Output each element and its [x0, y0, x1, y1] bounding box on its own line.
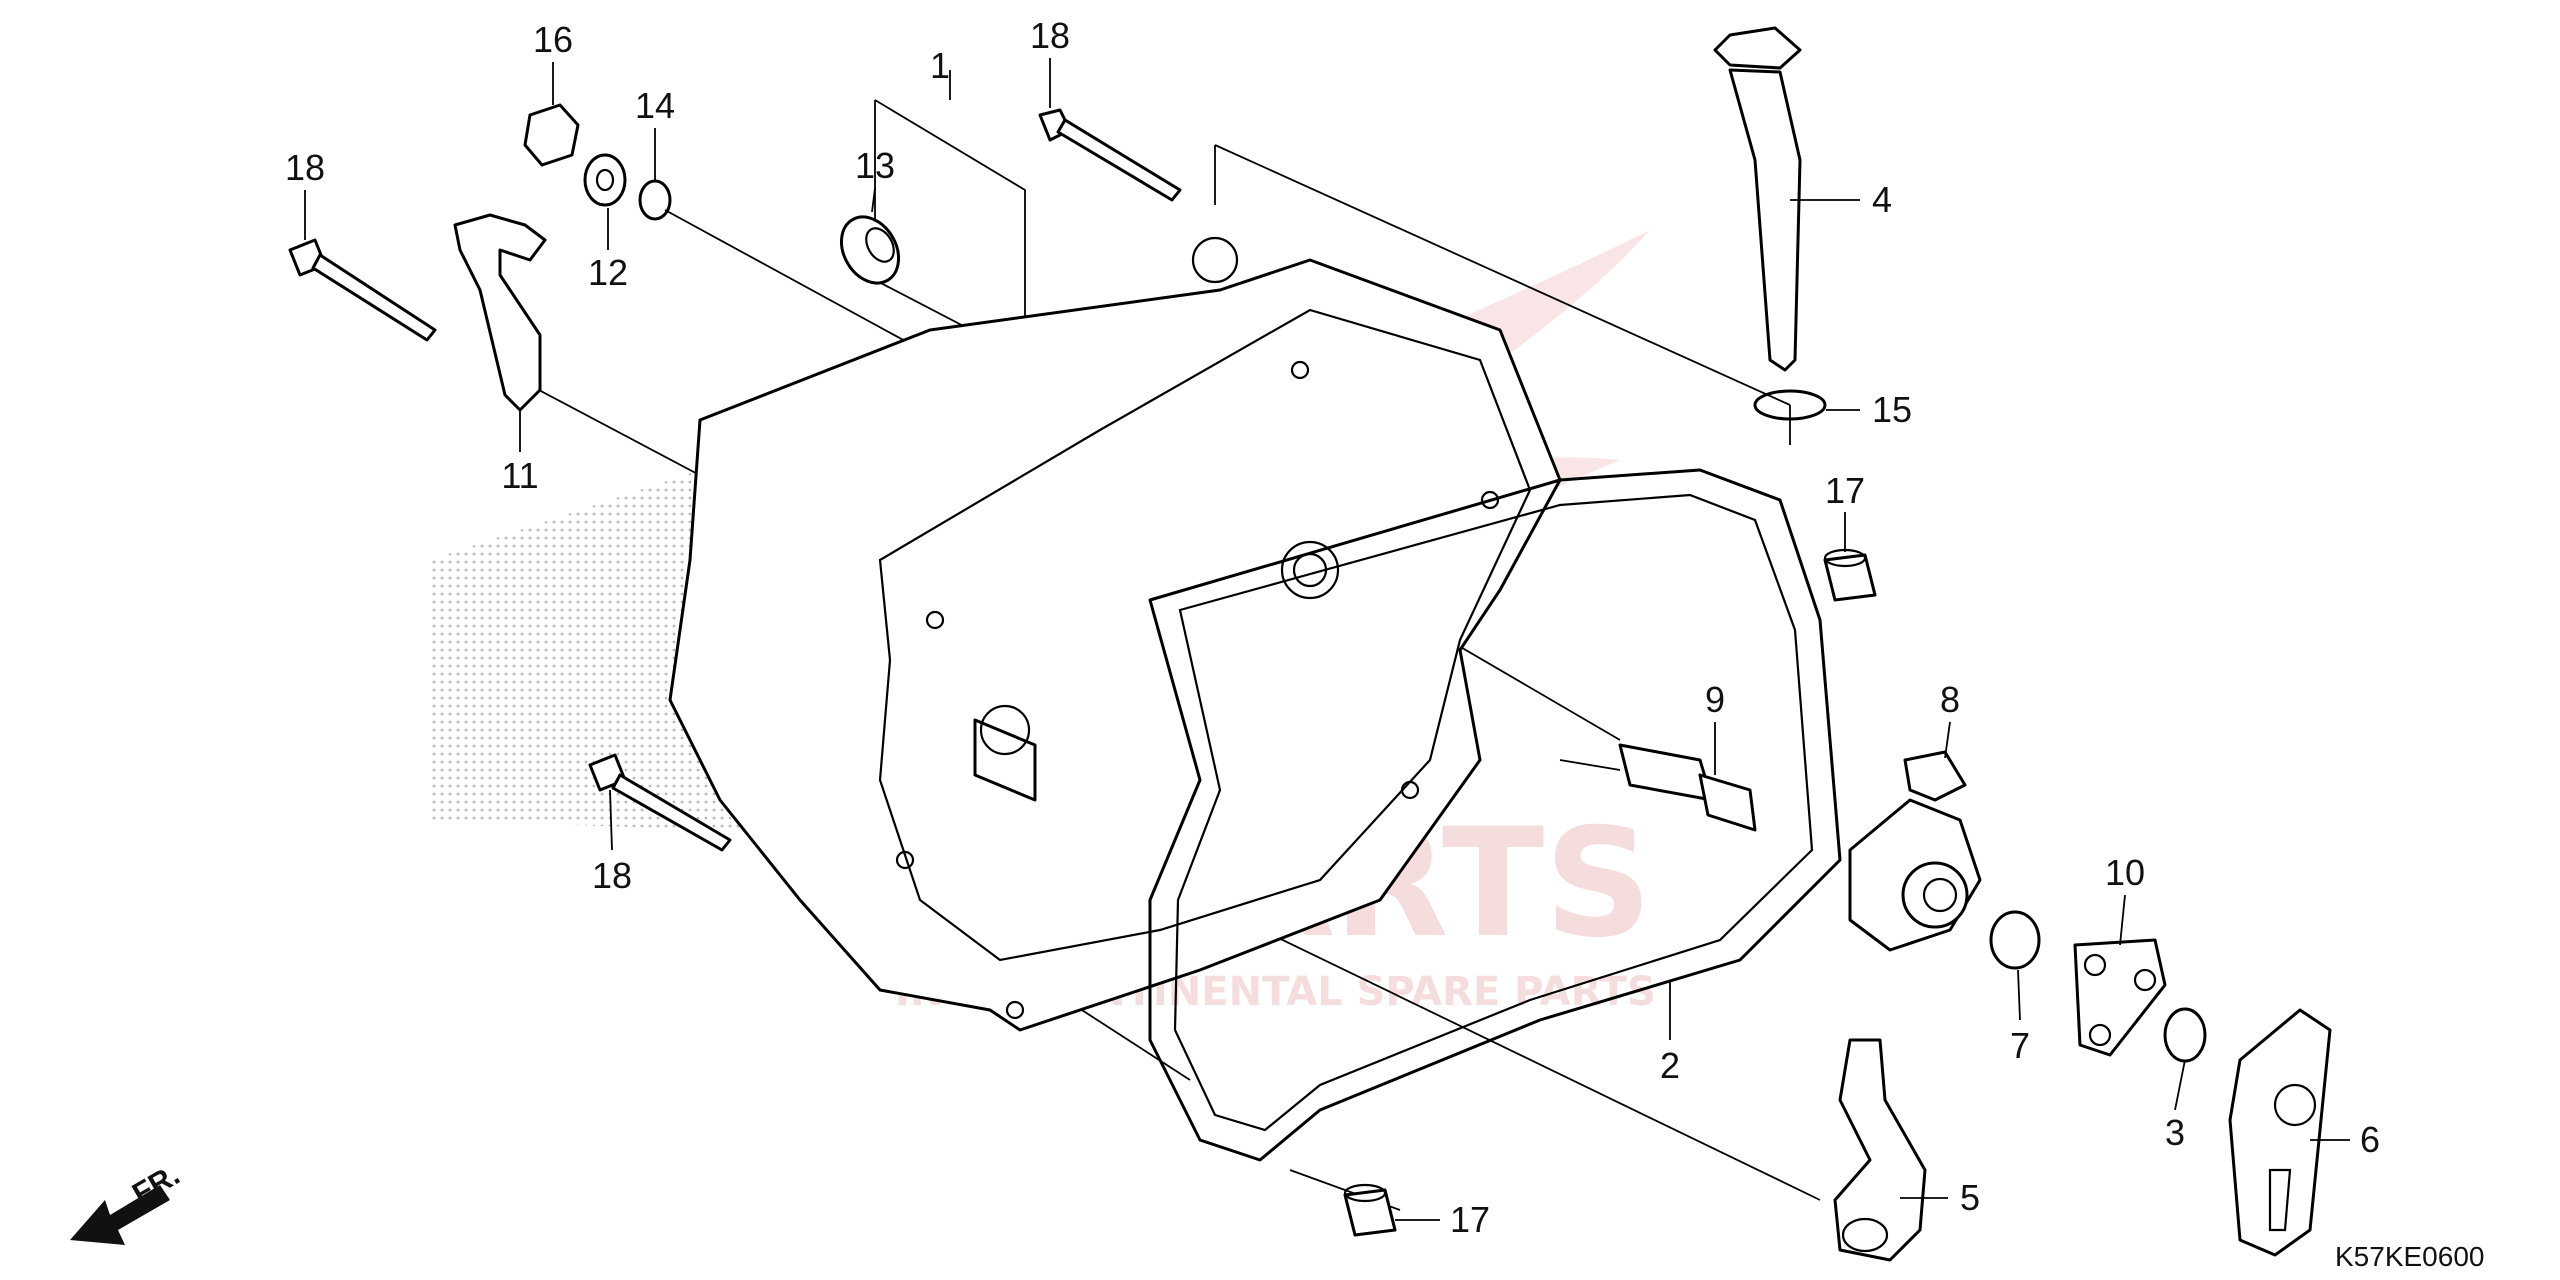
label-part-5: 5: [1960, 1177, 1980, 1218]
lifter-cam-assembly: [1848, 750, 1982, 952]
label-part-18-upper: 18: [1030, 15, 1070, 56]
label-part-3: 3: [2165, 1112, 2185, 1153]
label-part-18-left: 18: [285, 147, 325, 188]
lifter-plate: [2073, 938, 2167, 1057]
label-part-9: 9: [1705, 679, 1725, 720]
clutch-lifter-arm: [1833, 1038, 1927, 1262]
label-part-6: 6: [2360, 1119, 2380, 1160]
front-arrow-icon: [70, 1185, 170, 1245]
label-part-10: 10: [2105, 852, 2145, 893]
bolt-lower: [588, 753, 732, 852]
circlip: [2163, 1007, 2207, 1063]
collar: [1989, 910, 2041, 970]
clutch-cable-bracket: [453, 213, 547, 412]
diagram-code: K57KE0600: [2335, 1241, 2484, 1272]
dowel-pin-lower: [1343, 1183, 1397, 1237]
label-part-15: 15: [1872, 389, 1912, 430]
stud-pin: [1618, 743, 1757, 832]
label-part-13: 13: [855, 145, 895, 186]
cover-gasket: [1148, 468, 1842, 1162]
label-part-16: 16: [533, 19, 573, 60]
front-direction-indicator: FR.: [70, 1158, 185, 1245]
lifter-lever: [2228, 1008, 2332, 1257]
bolt-upper: [1038, 108, 1182, 202]
dowel-pin-upper: [1823, 548, 1877, 602]
label-part-18-lower: 18: [592, 855, 632, 896]
o-ring-small: [638, 179, 672, 221]
label-part-12: 12: [588, 252, 628, 293]
washer: [583, 153, 627, 207]
label-part-11: 11: [501, 455, 538, 496]
part-labels: 1 2 3 4 5 6 7 8 9 10 11 12 13 14 15 16 1…: [285, 15, 2380, 1240]
nut: [523, 103, 580, 167]
oil-seal: [839, 215, 901, 285]
label-part-17-lower: 17: [1450, 1199, 1490, 1240]
label-part-7: 7: [2010, 1025, 2030, 1066]
label-part-8: 8: [1940, 679, 1960, 720]
dipstick-o-ring: [1753, 389, 1827, 421]
label-part-2: 2: [1660, 1045, 1680, 1086]
right-crankcase-cover: [668, 236, 1562, 1032]
bolt-left: [288, 238, 437, 342]
label-part-1: 1: [930, 45, 950, 86]
oil-level-dipstick: [1713, 26, 1802, 372]
label-part-17-upper: 17: [1825, 470, 1865, 511]
label-part-14: 14: [635, 85, 675, 126]
label-part-4: 4: [1872, 179, 1892, 220]
